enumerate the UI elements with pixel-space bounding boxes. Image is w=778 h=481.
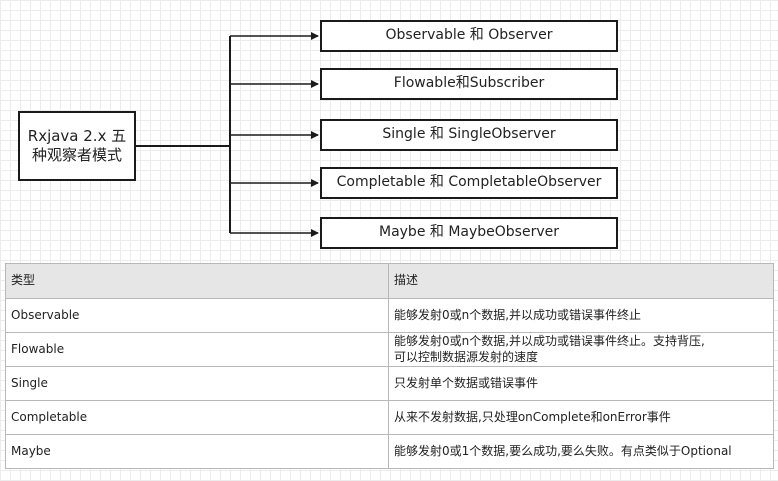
- type-cell: Completable: [5, 400, 389, 435]
- node-single-label: Single 和 SingleObserver: [382, 126, 556, 143]
- node-observable-label: Observable 和 Observer: [385, 27, 553, 44]
- header-desc: 描述: [388, 263, 774, 299]
- node-completable-label: Completable 和 CompletableObserver: [336, 174, 602, 191]
- desc-cell: 能够发射0或1个数据,要么成功,要么失败。有点类似于Optional: [388, 434, 774, 469]
- desc-cell: 只发射单个数据或错误事件: [388, 366, 774, 401]
- table-row: Observable 能够发射0或n个数据,并以成功或错误事件终止: [5, 298, 774, 333]
- table-header-row: 类型 描述: [5, 263, 774, 299]
- connector-lines: [136, 32, 319, 237]
- node-completable[interactable]: Completable 和 CompletableObserver: [320, 167, 618, 199]
- table-row: Maybe 能够发射0或1个数据,要么成功,要么失败。有点类似于Optional: [5, 434, 774, 469]
- type-table-container: 类型 描述 Observable 能够发射0或n个数据,并以成功或错误事件终止 …: [5, 263, 774, 471]
- type-cell: Observable: [5, 298, 389, 333]
- desc-cell: 能够发射0或n个数据,并以成功或错误事件终止。支持背压, 可以控制数据源发射的速…: [388, 332, 774, 367]
- header-type: 类型: [5, 263, 389, 299]
- node-maybe-label: Maybe 和 MaybeObserver: [378, 224, 559, 241]
- node-flowable[interactable]: Flowable和Subscriber: [320, 68, 618, 100]
- table-row: Completable 从来不发射数据,只处理onComplete和onErro…: [5, 400, 774, 435]
- type-table: 类型 描述 Observable 能够发射0或n个数据,并以成功或错误事件终止 …: [5, 263, 774, 469]
- desc-cell: 能够发射0或n个数据,并以成功或错误事件终止: [388, 298, 774, 333]
- node-maybe[interactable]: Maybe 和 MaybeObserver: [320, 217, 618, 249]
- type-cell: Flowable: [5, 332, 389, 367]
- root-node-label: Rxjava 2.x 五种观察者模式: [27, 127, 127, 164]
- table-row: Flowable 能够发射0或n个数据,并以成功或错误事件终止。支持背压, 可以…: [5, 332, 774, 367]
- node-flowable-label: Flowable和Subscriber: [393, 75, 545, 92]
- table-row: Single 只发射单个数据或错误事件: [5, 366, 774, 401]
- node-observable[interactable]: Observable 和 Observer: [320, 20, 618, 52]
- node-single[interactable]: Single 和 SingleObserver: [320, 119, 618, 151]
- root-node[interactable]: Rxjava 2.x 五种观察者模式: [18, 111, 136, 181]
- type-cell: Maybe: [5, 434, 389, 469]
- type-cell: Single: [5, 366, 389, 401]
- desc-cell: 从来不发射数据,只处理onComplete和onError事件: [388, 400, 774, 435]
